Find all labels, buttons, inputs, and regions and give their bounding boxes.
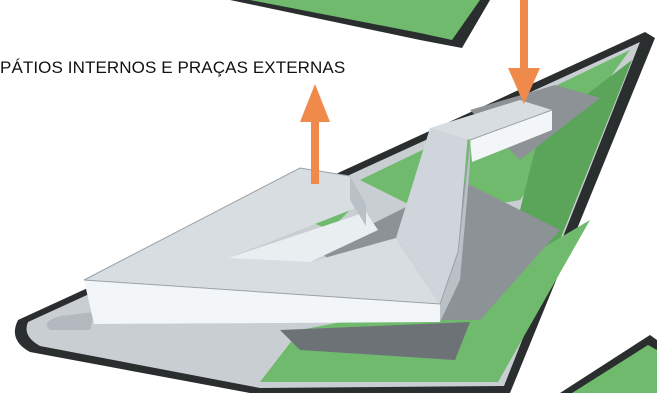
arrow-up-icon [300, 84, 330, 184]
site-fragment-bottom [560, 335, 657, 393]
arrow-down-icon [508, 0, 540, 104]
site-fragment-top [230, 0, 490, 48]
building-v [83, 100, 553, 324]
diagram-caption: PÁTIOS INTERNOS E PRAÇAS EXTERNAS [0, 58, 346, 77]
